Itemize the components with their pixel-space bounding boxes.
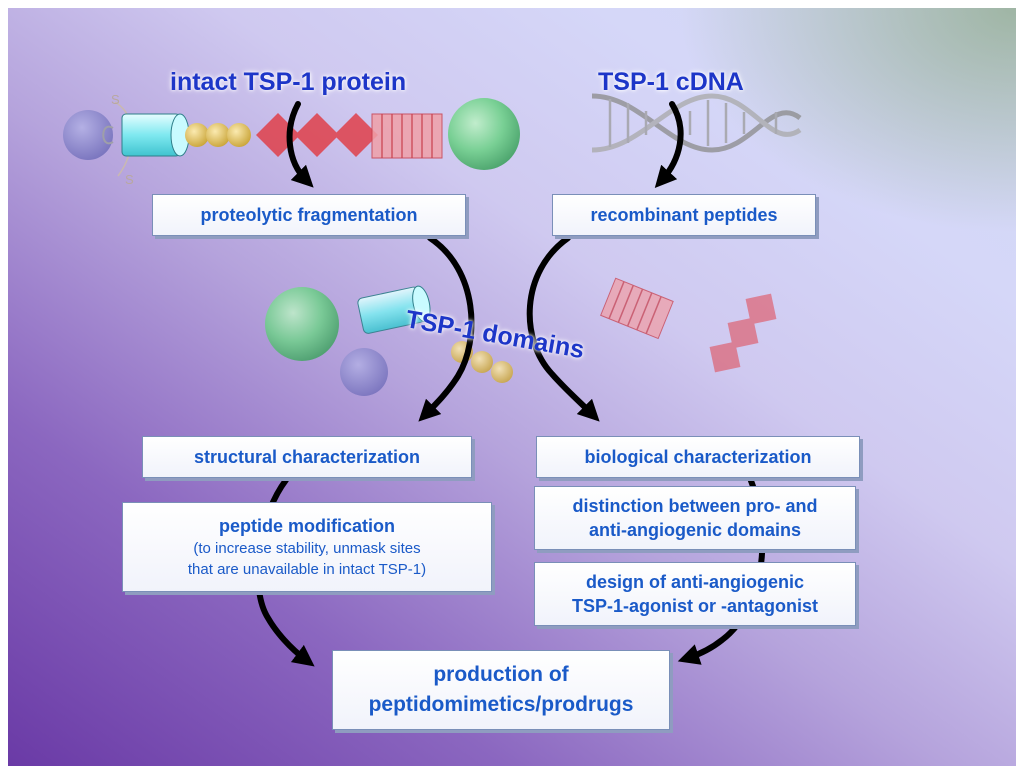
dna-helix-icon [591,93,802,153]
green-sphere-fragment [265,287,339,361]
bead-chain-domain [185,123,251,147]
design-line1: design of anti-angiogenic [585,572,804,592]
purple-sphere-domain [63,110,113,160]
peptide-modification-note-line1: (to increase stability, unmask sites [193,540,421,557]
green-sphere-domain [448,98,520,170]
disulfide-link [102,125,114,145]
design-line2: TSP-1-agonist or -antagonist [571,596,818,616]
recombinant-peptides-box: recombinant peptides [552,194,816,236]
cylinder-fragment [357,285,431,334]
distinction-line1: distinction between pro- and [572,496,818,516]
peptide-modification-note-line2: that are unavailable in intact TSP-1) [187,561,427,578]
diamond-repeats-domain [256,113,378,157]
production-line2: peptidomimetics/prodrugs [368,693,634,716]
production-box: production of peptidomimetics/prodrugs [332,650,670,730]
peptide-modification-title: peptide modification [218,516,395,536]
arrow-protein-to-fragmentation [286,101,314,188]
biological-characterization-box: biological characterization [536,436,860,478]
striped-repeat-domain [371,113,443,159]
proteolytic-fragmentation-label: proteolytic fragmentation [200,205,418,225]
disulfide-label-bottom: S [125,172,134,187]
structural-characterization-label: structural characterization [193,447,421,467]
intact-protein-heading: intact TSP-1 protein [170,68,407,96]
purple-sphere-fragment [340,348,388,396]
disulfide-label-top: S [111,92,120,107]
domains-illustration [265,277,777,396]
production-line1: production of [433,663,569,686]
peptide-modification-box: peptide modification (to increase stabil… [122,502,492,592]
recombinant-peptides-label: recombinant peptides [590,205,778,225]
cdna-heading: TSP-1 cDNA [598,68,744,96]
diamond-repeat-fragment [709,293,777,373]
arrow-fragmentation-to-structural [418,235,475,422]
structural-characterization-box: structural characterization [142,436,472,478]
intact-protein-illustration [63,98,520,177]
striped-repeat-fragment [600,277,674,340]
distinction-line2: anti-angiogenic domains [588,520,802,540]
proteolytic-fragmentation-box: proteolytic fragmentation [152,194,466,236]
arrow-cdna-to-recombinant [654,101,684,189]
design-box: design of anti-angiogenic TSP-1-agonist … [534,562,856,626]
cylinder-domain [121,113,190,157]
distinction-box: distinction between pro- and anti-angiog… [534,486,856,550]
arrow-recombinant-to-biological [526,235,600,422]
biological-characterization-label: biological characterization [584,447,812,467]
